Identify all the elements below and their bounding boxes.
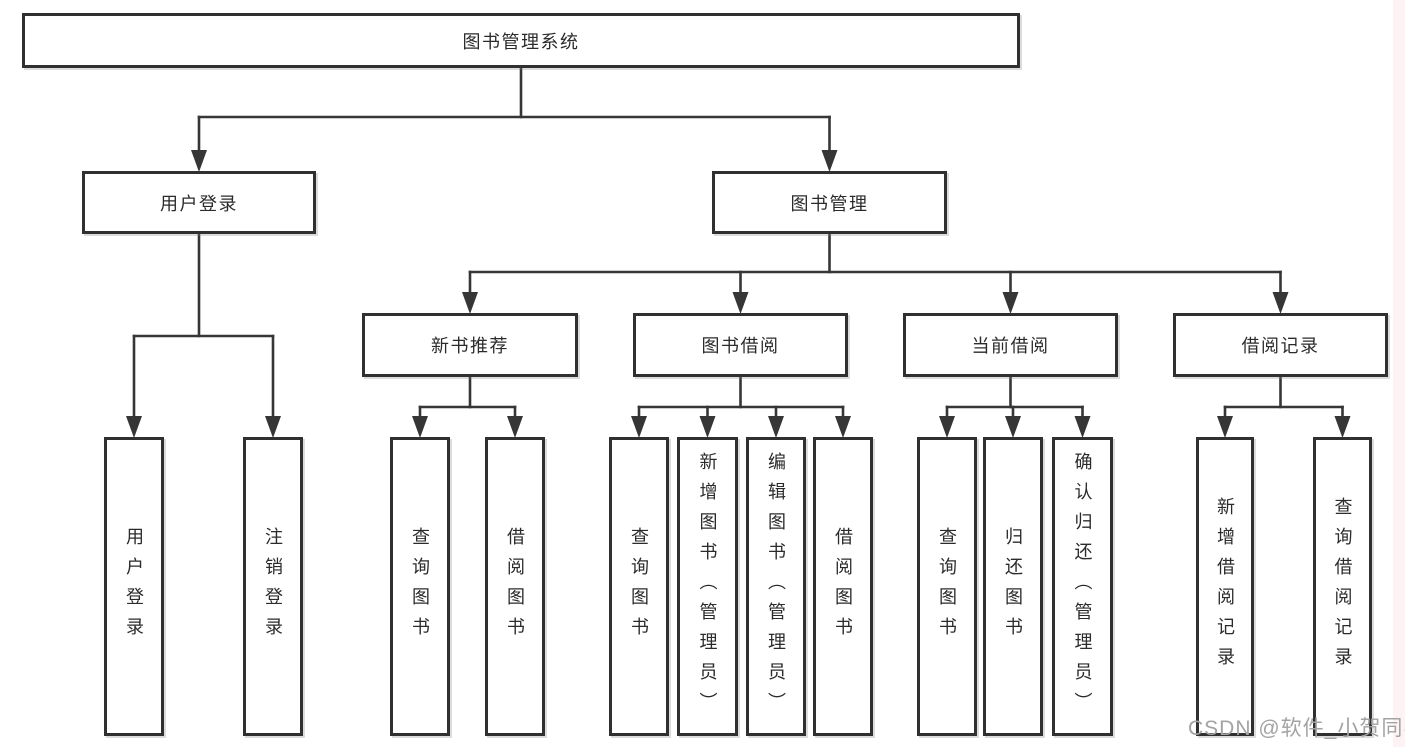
node-leaf-query-record: 查询借阅记录 <box>1313 437 1372 736</box>
node-label: 编辑图书（管理员） <box>766 451 786 722</box>
node-root: 图书管理系统 <box>22 13 1020 68</box>
node-label: 查询借阅记录 <box>1332 496 1353 677</box>
node-leaf-query-book-1: 查询图书 <box>390 437 450 736</box>
node-label: 用户登录 <box>124 526 144 647</box>
node-label: 归还图书 <box>1003 526 1023 647</box>
node-label: 查询图书 <box>410 526 430 647</box>
node-user-login: 用户登录 <box>82 171 316 234</box>
arrow-down-icon <box>191 150 207 172</box>
node-label: 新增图书（管理员） <box>697 451 718 722</box>
arrow-down-icon <box>1074 416 1091 438</box>
arrow-down-icon <box>732 292 749 314</box>
node-label: 借阅记录 <box>1241 336 1320 356</box>
arrow-down-icon <box>835 416 851 438</box>
node-leaf-logout: 注销登录 <box>243 437 303 736</box>
node-label: 用户登录 <box>160 193 238 214</box>
arrow-down-icon <box>1272 292 1289 314</box>
node-label: 注销登录 <box>263 526 283 647</box>
node-leaf-user-login: 用户登录 <box>104 437 164 736</box>
node-leaf-borrow-book-2: 借阅图书 <box>813 437 873 736</box>
node-leaf-add-book: 新增图书（管理员） <box>677 437 738 736</box>
node-label: 借阅图书 <box>833 526 853 647</box>
arrow-down-icon <box>631 416 647 438</box>
node-borrow-record: 借阅记录 <box>1173 313 1388 377</box>
node-leaf-add-record: 新增借阅记录 <box>1196 437 1254 736</box>
arrow-down-icon <box>1217 416 1233 438</box>
arrow-down-icon <box>939 416 955 438</box>
node-book-borrow: 图书借阅 <box>633 313 848 377</box>
node-current-borrow: 当前借阅 <box>903 313 1118 377</box>
arrow-down-icon <box>507 416 523 438</box>
node-label: 图书管理 <box>790 193 869 214</box>
node-label: 当前借阅 <box>971 336 1050 356</box>
node-label: 查询图书 <box>629 526 649 647</box>
node-leaf-query-book-2: 查询图书 <box>609 437 669 736</box>
node-leaf-edit-book: 编辑图书（管理员） <box>746 437 806 736</box>
node-leaf-query-book-3: 查询图书 <box>917 437 977 736</box>
node-leaf-confirm-return: 确认归还（管理员） <box>1052 437 1113 736</box>
arrow-down-icon <box>699 416 716 438</box>
arrow-down-icon <box>1334 416 1351 438</box>
arrow-down-icon <box>412 416 428 438</box>
watermark: CSDN @软件_小贺同学 <box>1188 717 1405 740</box>
node-label: 新增借阅记录 <box>1215 496 1235 677</box>
node-label: 图书管理系统 <box>462 31 580 52</box>
arrow-down-icon <box>462 292 478 314</box>
arrow-down-icon <box>821 150 838 172</box>
node-label: 新书推荐 <box>431 336 509 356</box>
arrow-down-icon <box>768 416 784 438</box>
node-book-mgmt: 图书管理 <box>712 171 947 234</box>
arrow-down-icon <box>1005 416 1021 438</box>
node-leaf-return-book: 归还图书 <box>983 437 1043 736</box>
arrow-down-icon <box>1002 292 1019 314</box>
node-label: 图书借阅 <box>701 336 780 356</box>
node-leaf-borrow-book-1: 借阅图书 <box>485 437 545 736</box>
node-new-book-recommend: 新书推荐 <box>362 313 578 377</box>
arrow-down-icon <box>126 416 142 438</box>
node-label: 查询图书 <box>937 526 957 647</box>
node-label: 借阅图书 <box>505 526 525 647</box>
node-label: 确认归还（管理员） <box>1072 451 1093 722</box>
arrow-down-icon <box>265 416 281 438</box>
